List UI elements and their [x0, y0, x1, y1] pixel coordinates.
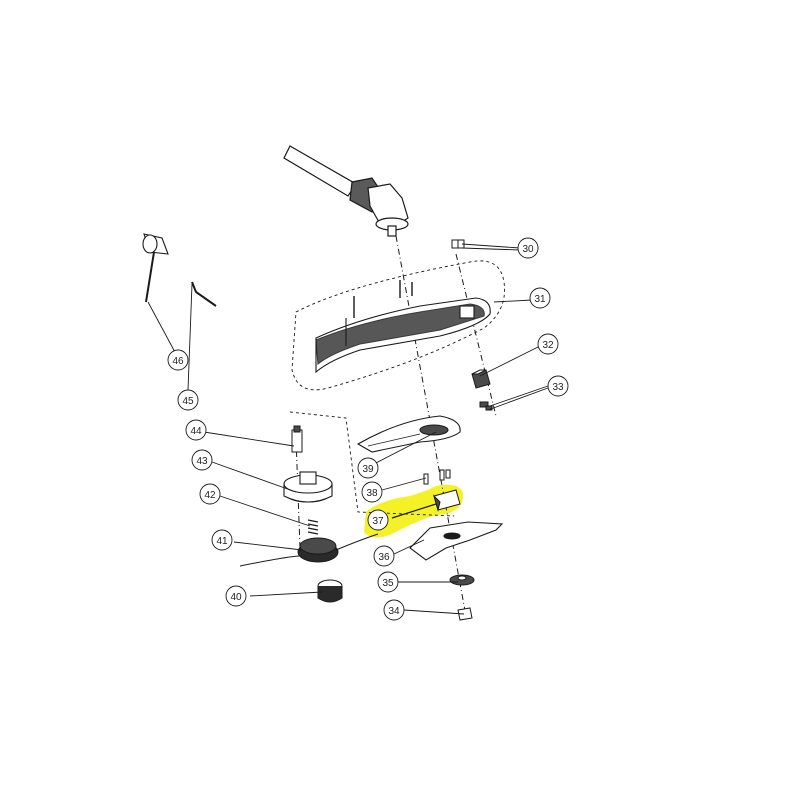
callout-37: 37 [372, 516, 384, 527]
callout-circle-40 [225, 585, 247, 607]
callout-42: 42 [204, 490, 216, 501]
callout-circle-35 [377, 571, 399, 593]
callout-circle-37 [367, 509, 389, 531]
guard-outline-dashed [291, 260, 506, 391]
callout-32: 32 [542, 340, 554, 351]
callout-30: 30 [522, 244, 534, 255]
callout-circle-38 [361, 481, 383, 503]
callout-circle-39 [357, 457, 379, 479]
screws-part-38 [423, 469, 451, 485]
callout-33: 33 [552, 382, 564, 393]
callout-38: 38 [366, 488, 378, 499]
grass-guard [315, 280, 491, 374]
callout-circle-36 [373, 545, 395, 567]
wrench-part-46 [142, 233, 169, 303]
spool-housing-part-43 [283, 471, 333, 503]
callout-labels: 30 31 32 33 34 35 36 37 38 39 40 41 42 4… [172, 244, 564, 617]
callout-circle-43 [191, 449, 213, 471]
spool-part-41 [239, 533, 379, 567]
callout-34: 34 [388, 606, 400, 617]
callout-circle-31 [529, 287, 551, 309]
callout-39: 39 [362, 464, 374, 475]
spring-part-42 [307, 519, 319, 535]
nut-part-34 [457, 607, 473, 621]
callout-bubbles [167, 237, 569, 621]
gearbox-plate-part-39 [356, 415, 461, 453]
callout-circle-34 [383, 599, 405, 621]
callout-45: 45 [182, 396, 194, 407]
callout-circle-30 [517, 237, 539, 259]
bump-knob-part-40 [317, 579, 343, 603]
callout-46: 46 [172, 356, 184, 367]
callout-circle-32 [537, 333, 559, 355]
leader-lines [147, 243, 549, 615]
spacer-part-37 [432, 489, 461, 512]
callout-43: 43 [196, 456, 208, 467]
callout-41: 41 [216, 536, 228, 547]
callout-44: 44 [190, 426, 202, 437]
callout-40: 40 [230, 592, 242, 603]
washer-part-35 [449, 574, 475, 586]
callout-36: 36 [378, 552, 390, 563]
adapter-part-44 [291, 425, 303, 453]
callout-35: 35 [382, 578, 394, 589]
part-32-clip [471, 369, 491, 389]
callout-circle-44 [185, 419, 207, 441]
callout-circle-42 [199, 483, 221, 505]
callout-circle-41 [211, 529, 233, 551]
hex-key-part-45 [191, 281, 217, 307]
drive-shaft-tube [283, 145, 409, 237]
callout-circle-33 [547, 375, 569, 397]
blade-part-36 [409, 521, 504, 561]
callout-circle-46 [167, 349, 189, 371]
callout-circle-45 [177, 389, 199, 411]
callout-31: 31 [534, 294, 546, 305]
